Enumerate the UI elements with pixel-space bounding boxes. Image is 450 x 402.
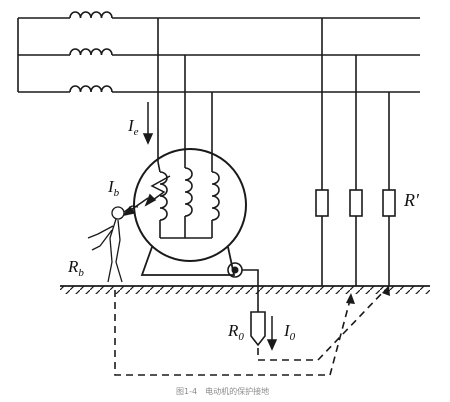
person-leg-left xyxy=(107,218,117,283)
person-touching-arm xyxy=(123,205,139,213)
person-head xyxy=(111,206,125,220)
motor-base xyxy=(140,246,236,276)
winding-3 xyxy=(211,171,220,221)
motor-feeders xyxy=(157,18,213,162)
motor xyxy=(133,148,247,276)
ground-electrode xyxy=(250,311,266,347)
coil-phase-1 xyxy=(69,11,113,19)
supply-coils xyxy=(69,11,113,93)
load-resistor-2 xyxy=(349,189,363,217)
label-ie: Ie xyxy=(127,116,139,138)
grounding-terminal xyxy=(227,262,259,312)
return-path-person xyxy=(114,290,351,376)
coil-phase-3 xyxy=(69,85,113,93)
fault-arrow xyxy=(144,175,171,207)
other-loads xyxy=(315,18,396,286)
label-r0: R0 xyxy=(227,321,244,343)
label-i0: I0 xyxy=(283,321,296,343)
person-arm-left-lower xyxy=(91,229,113,251)
person-figure xyxy=(87,205,139,283)
return-arrows xyxy=(346,285,390,304)
figure-caption: 图1-4 电动机的保护接地 xyxy=(176,386,269,396)
motor-windings xyxy=(157,155,220,239)
load-resistor-3 xyxy=(382,189,396,217)
earth-ground xyxy=(60,285,430,294)
label-ib: Ib xyxy=(107,177,120,199)
label-r-prime: R′ xyxy=(403,190,420,210)
ground-conductor xyxy=(242,269,259,312)
return-path xyxy=(114,289,386,376)
phase-lines xyxy=(17,17,420,93)
i0-current-arrow xyxy=(266,316,278,351)
ib-current-arrow xyxy=(122,197,149,217)
ie-current-arrow xyxy=(142,102,154,145)
motor-housing xyxy=(133,148,247,262)
electrode-r0 xyxy=(250,311,266,347)
coil-phase-2 xyxy=(69,48,113,56)
load-resistor-1 xyxy=(315,189,329,217)
person-leg-right xyxy=(115,219,123,283)
label-rb: Rb xyxy=(67,257,84,279)
winding-1 xyxy=(159,171,168,221)
return-path-electrode xyxy=(257,289,386,361)
person-arm-left xyxy=(87,225,114,239)
winding-2 xyxy=(184,167,193,217)
